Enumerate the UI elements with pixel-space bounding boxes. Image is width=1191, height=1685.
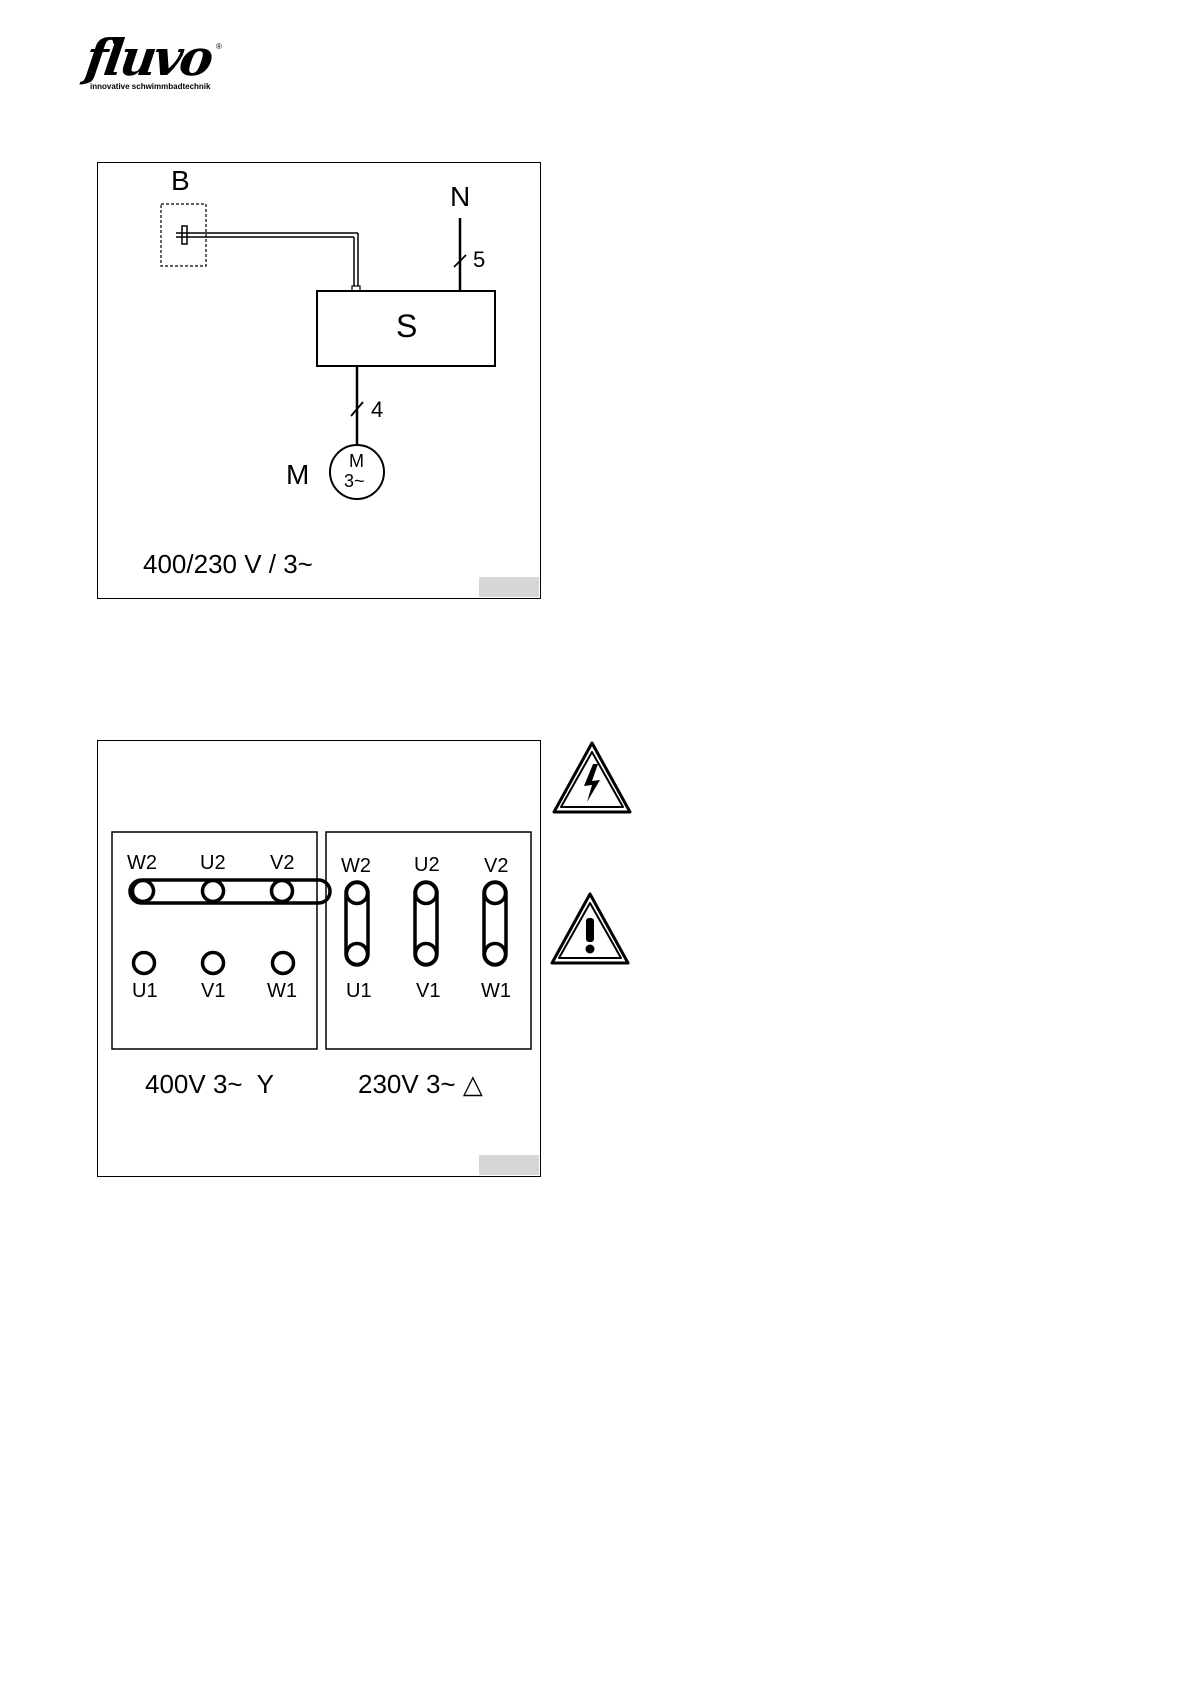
delta-label-v2: V2 bbox=[484, 856, 508, 876]
panel-tab bbox=[479, 1155, 539, 1175]
conductor-count-n: 5 bbox=[473, 249, 485, 271]
general-warning-icon bbox=[549, 891, 631, 967]
motor-symbol-m: M bbox=[349, 452, 364, 470]
brand-logo: fluvo ® innovative schwimmbadtechnik bbox=[86, 32, 236, 92]
panel-tab bbox=[479, 577, 539, 597]
star-caption: 400V 3~ Y bbox=[145, 1071, 274, 1097]
delta-caption: 230V 3~ △ bbox=[358, 1071, 483, 1097]
conductor-count-m: 4 bbox=[371, 399, 383, 421]
wiring-diagram-panel: B N 5 S 4 M M 3~ 400/230 V / 3~ bbox=[97, 162, 541, 599]
terminal-diagram-panel: W2 U2 V2 U1 V1 W1 W2 U2 V2 U1 V1 W1 400V… bbox=[97, 740, 541, 1177]
star-label-w2: W2 bbox=[127, 853, 157, 873]
delta-label-w1: W1 bbox=[481, 981, 511, 1001]
logo-wordmark: fluvo bbox=[82, 32, 214, 84]
label-m: M bbox=[286, 461, 309, 489]
electric-hazard-warning-icon bbox=[551, 740, 633, 816]
delta-label-v1: V1 bbox=[416, 981, 440, 1001]
label-s: S bbox=[396, 310, 417, 342]
voltage-label: 400/230 V / 3~ bbox=[143, 551, 313, 577]
delta-label-u1: U1 bbox=[346, 981, 372, 1001]
sensor-symbol bbox=[182, 226, 187, 244]
star-label-u1: U1 bbox=[132, 981, 158, 1001]
delta-label-u2: U2 bbox=[414, 855, 440, 875]
star-label-w1: W1 bbox=[267, 981, 297, 1001]
wiring-diagram-lines bbox=[98, 163, 542, 600]
star-label-v1: V1 bbox=[201, 981, 225, 1001]
label-n: N bbox=[450, 183, 470, 211]
star-label-v2: V2 bbox=[270, 853, 294, 873]
label-b: B bbox=[171, 167, 190, 195]
star-bridge bbox=[130, 880, 330, 903]
terminal-diagram-lines bbox=[98, 741, 542, 1178]
delta-label-w2: W2 bbox=[341, 856, 371, 876]
star-label-u2: U2 bbox=[200, 853, 226, 873]
motor-symbol-phase: 3~ bbox=[344, 472, 365, 490]
registered-mark: ® bbox=[216, 42, 222, 51]
logo-tagline: innovative schwimmbadtechnik bbox=[90, 82, 210, 91]
